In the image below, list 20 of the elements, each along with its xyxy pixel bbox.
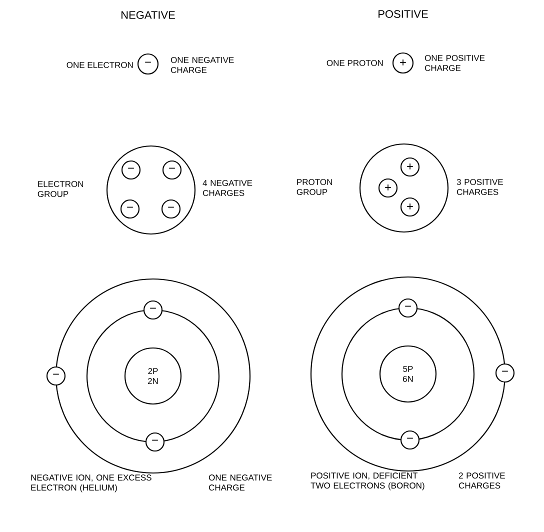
node-label: 4 NEGATIVE CHARGES: [202, 180, 252, 196]
orbit-circle: [341, 307, 475, 441]
node-label: POSITIVE ION, DEFICIENT TWO ELECTRONS (BORON): [310, 472, 424, 490]
node-label: ONE POSITIVE CHARGE: [424, 55, 485, 71]
heading: POSITIVE: [378, 10, 428, 18]
orbit-circle: [86, 309, 220, 443]
group-circle: [359, 143, 449, 233]
group-circle: [106, 145, 196, 235]
node-label: ELECTRON GROUP: [38, 181, 84, 197]
node-label: PROTON GROUP: [296, 179, 332, 195]
node-label: ONE PROTON: [326, 60, 383, 66]
node-label: 3 POSITIVE CHARGES: [456, 179, 503, 195]
node-label: NEGATIVE ION, ONE EXCESS ELECTRON (HELIUM): [31, 474, 152, 492]
node-label: ONE NEGATIVE CHARGE: [208, 474, 272, 491]
heading: NEGATIVE: [122, 11, 175, 19]
orbit-circle: [55, 278, 251, 474]
node-label: ONE NEGATIVE CHARGE: [170, 57, 234, 73]
node-label: ONE ELECTRON: [66, 62, 133, 68]
node-label: 2 POSITIVE CHARGES: [458, 472, 505, 489]
orbit-circle: [310, 276, 506, 472]
